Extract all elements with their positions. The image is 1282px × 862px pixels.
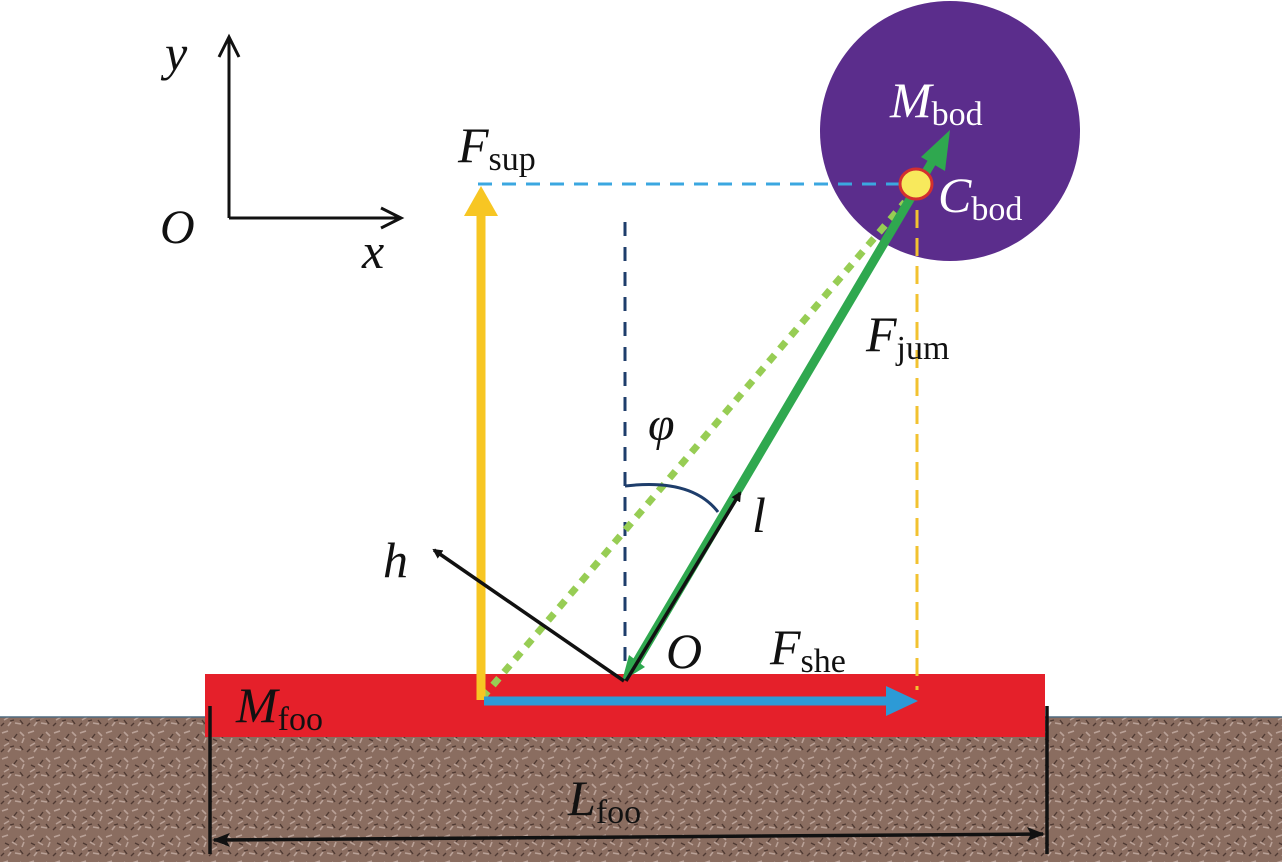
label-f-she: Fshe — [769, 619, 846, 680]
f-sup-arrow — [464, 186, 498, 700]
coordinate-axes — [217, 33, 405, 230]
label-f-sup: Fsup — [457, 117, 536, 178]
y-axis-label: y — [160, 25, 188, 81]
phi-angle-arc — [624, 482, 720, 513]
label-m-foo: Mfoo — [235, 677, 323, 738]
label-o-pivot: O — [666, 623, 702, 679]
h-vector-arrow — [432, 548, 625, 683]
label-h: h — [383, 532, 408, 588]
label-l: l — [752, 487, 766, 543]
ground — [0, 717, 1282, 862]
label-f-jum: Fjum — [865, 306, 949, 367]
l-foo-dimension — [208, 706, 1049, 854]
x-axis-label: x — [361, 223, 384, 279]
body-mass-circle — [820, 1, 1080, 261]
f-she-arrow — [484, 686, 918, 716]
label-l-foo: Lfoo — [567, 770, 641, 831]
dotted-line-foot-to-com — [479, 199, 908, 701]
origin-label: O — [160, 201, 195, 254]
label-c-bod: Cbod — [938, 167, 1022, 228]
l-vector-arrow — [624, 491, 742, 682]
label-phi: φ — [648, 398, 675, 451]
com-point — [898, 167, 934, 201]
label-m-bod: Mbod — [889, 72, 983, 133]
